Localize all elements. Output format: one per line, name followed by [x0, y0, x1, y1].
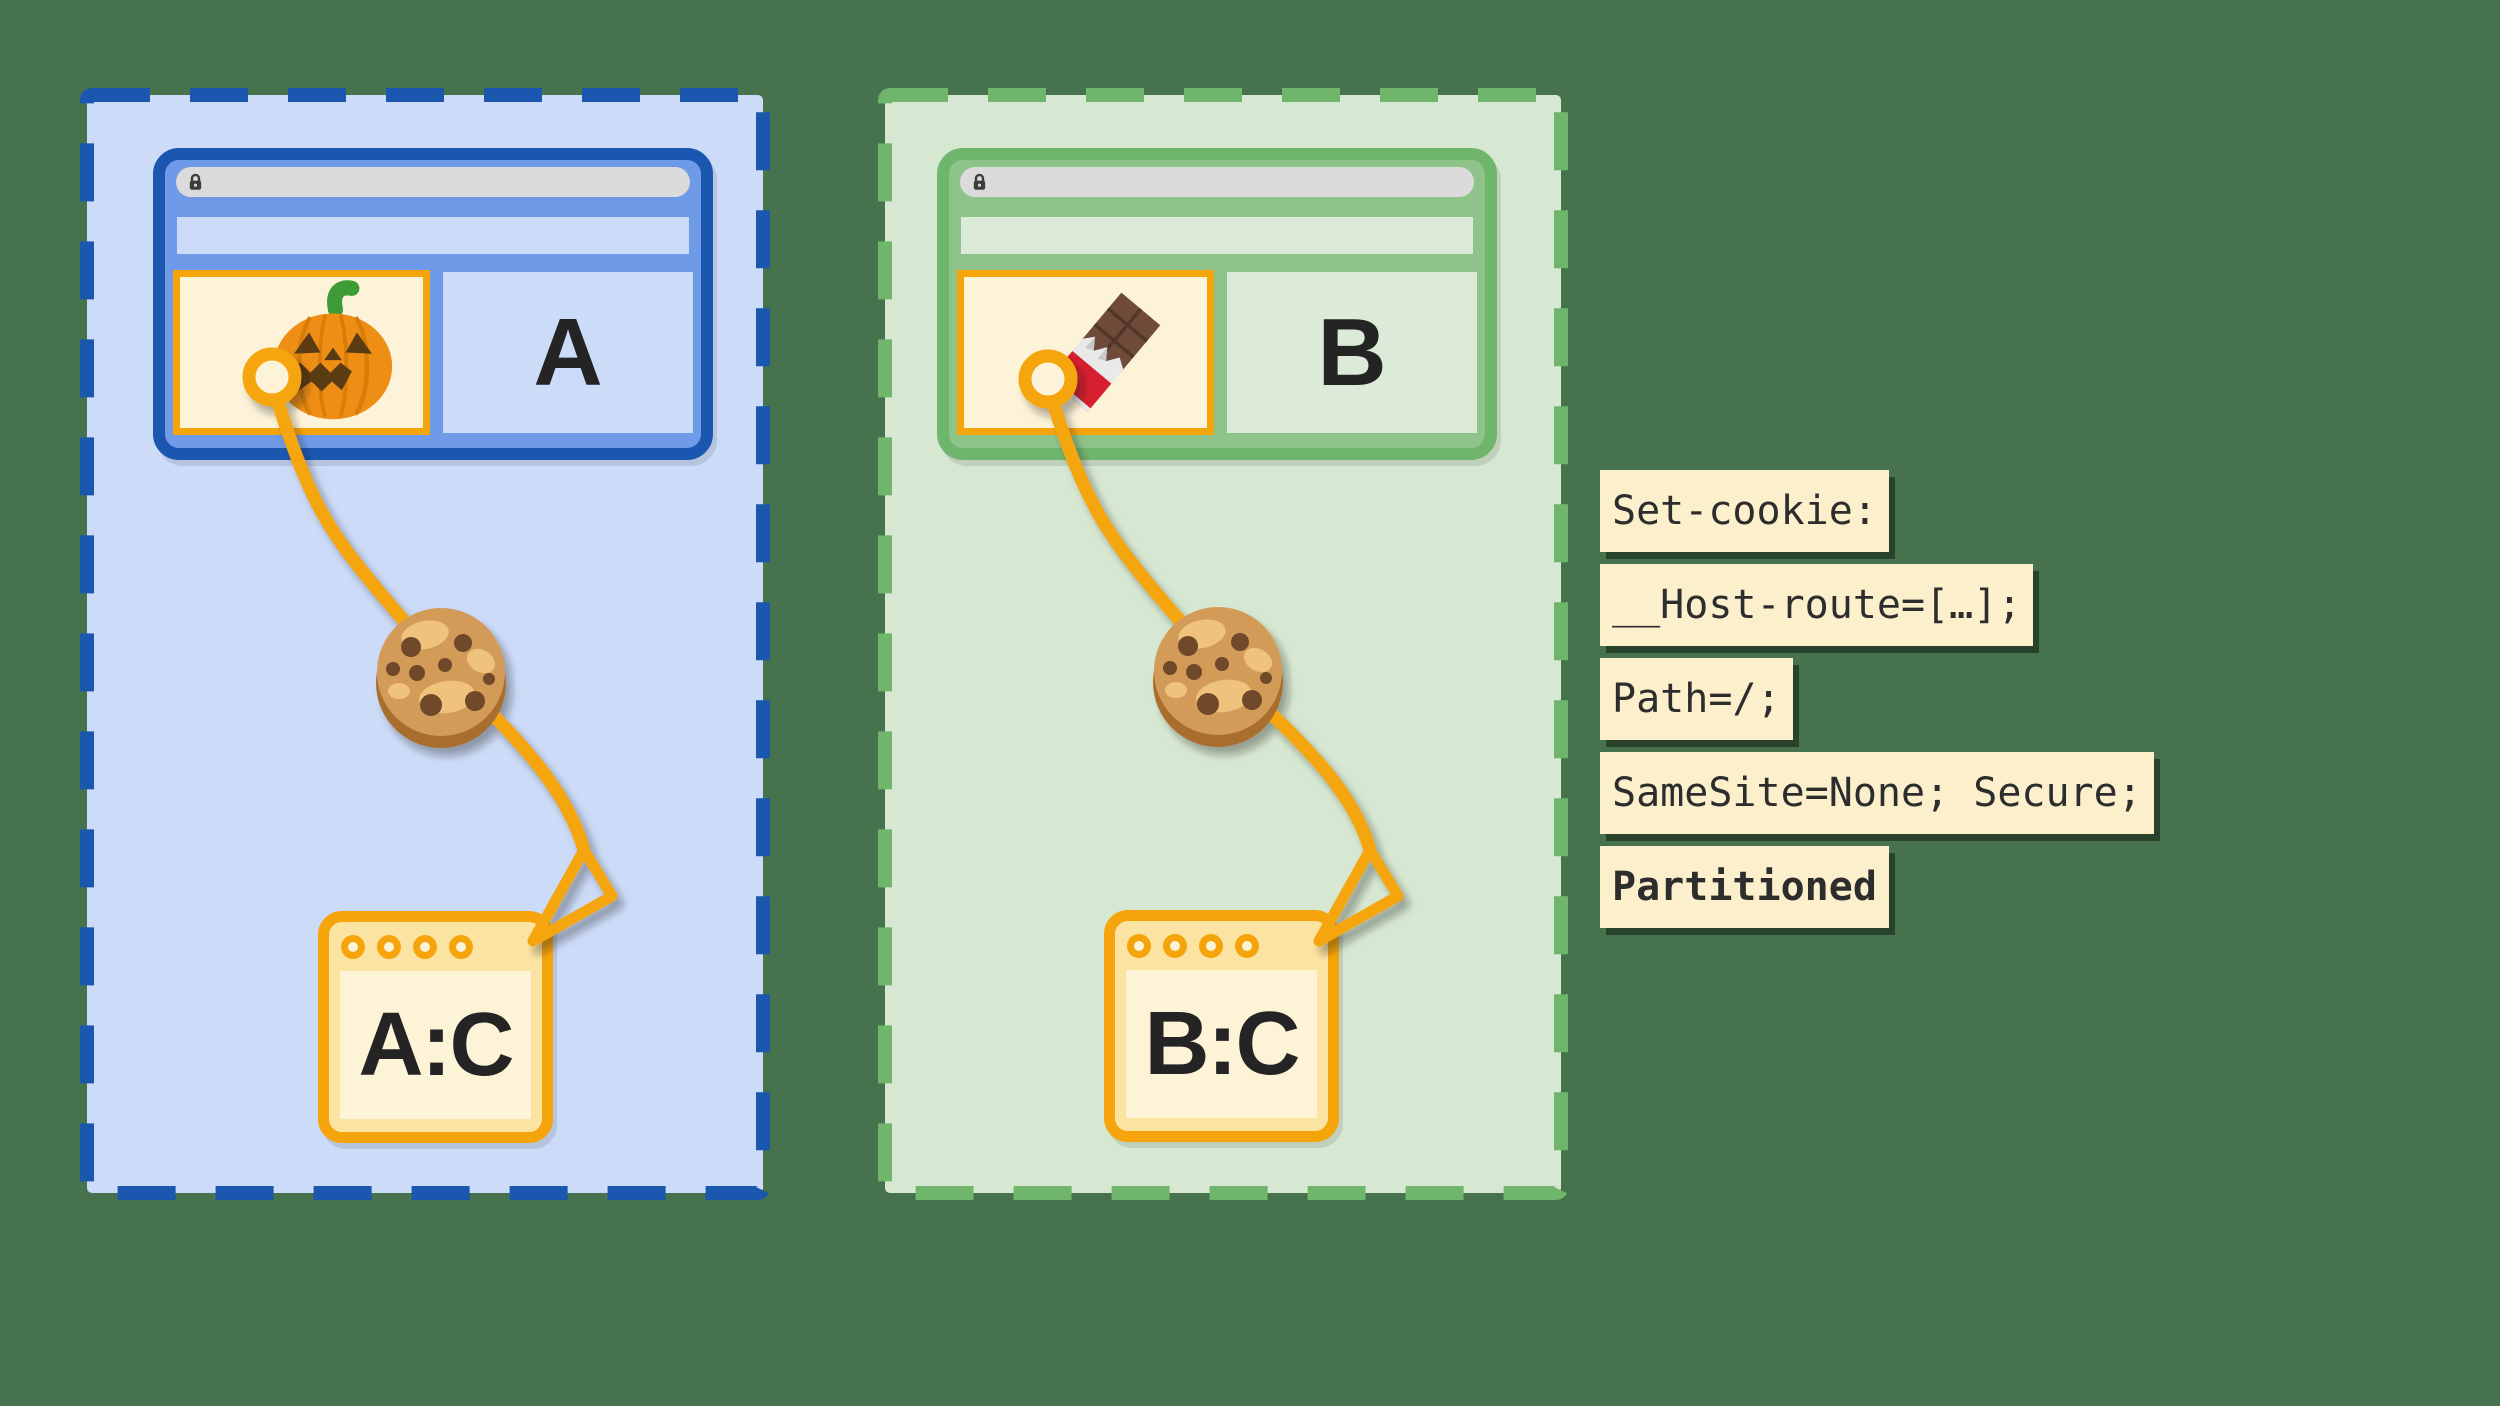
jar-dots [1127, 934, 1328, 958]
jack-o-lantern-icon [273, 280, 393, 420]
jar-dot [377, 935, 401, 959]
jar-dot [413, 935, 437, 959]
embedded-iframe-b [957, 270, 1214, 435]
jar-dot [1235, 934, 1259, 958]
cookie-jar-b: B:C [1104, 910, 1339, 1142]
browser-window-a: A [153, 148, 713, 460]
set-cookie-header-snippet: Set-cookie: __Host-route=[…]; Path=/; Sa… [1600, 470, 2154, 940]
site-b-letter: B [1317, 298, 1387, 406]
site-a-label-box: A [443, 272, 693, 433]
browser-window-b: B [937, 148, 1497, 460]
site-b-label-box: B [1227, 272, 1477, 433]
jar-dots [341, 935, 542, 959]
embedded-iframe-a [173, 270, 430, 435]
page-content-band-b [961, 217, 1473, 254]
code-line-host-route: __Host-route=[…]; [1600, 564, 2034, 646]
cookie-jar-a: A:C [318, 911, 553, 1143]
address-bar-b [960, 167, 1474, 197]
jar-dot [341, 935, 365, 959]
partition-key-b: B:C [1144, 993, 1301, 1094]
code-line-set-cookie: Set-cookie: [1600, 470, 1889, 552]
jar-panel-a: A:C [340, 971, 531, 1119]
lock-icon [189, 173, 202, 190]
jar-dot [1199, 934, 1223, 958]
code-line-path: Path=/; [1600, 658, 1793, 740]
jar-dot [1163, 934, 1187, 958]
chocolate-bar-icon [1048, 292, 1161, 412]
site-a-letter: A [533, 298, 603, 406]
code-line-samesite-secure: SameSite=None; Secure; [1600, 752, 2154, 834]
lock-icon [973, 173, 986, 190]
jar-panel-b: B:C [1126, 970, 1317, 1118]
jar-dot [449, 935, 473, 959]
jar-dot [1127, 934, 1151, 958]
partition-key-a: A:C [358, 994, 515, 1095]
code-line-partitioned: Partitioned [1600, 846, 1889, 928]
page-content-band-a [177, 217, 689, 254]
address-bar-a [176, 167, 690, 197]
